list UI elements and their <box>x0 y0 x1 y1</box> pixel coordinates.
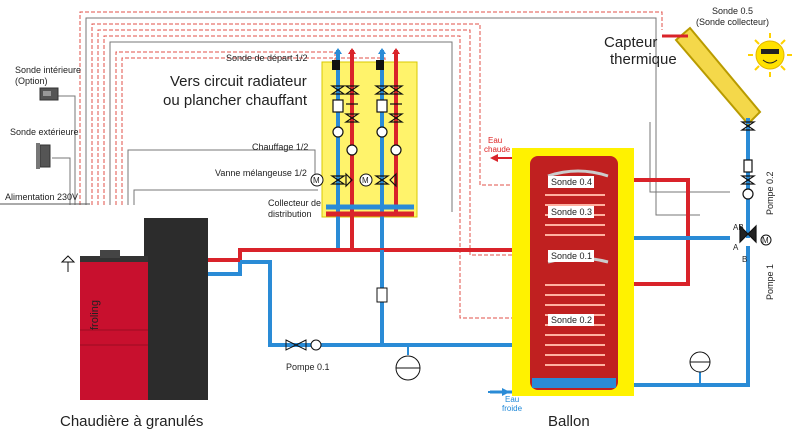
label-valve-ab: AB <box>733 223 744 232</box>
boiler-sensor-icon <box>60 255 76 272</box>
label-vanne-melangeuse: Vanne mélangeuse 1/2 <box>215 168 307 178</box>
indoor-sensor-icon <box>39 87 59 101</box>
label-sonde-01: Sonde 0.1 <box>551 251 592 261</box>
expansion-vessel-1-icon <box>395 355 421 381</box>
label-vers-circuit-2: ou plancher chauffant <box>163 92 308 109</box>
label-chaudiere: Chaudière à granulés <box>60 413 203 430</box>
label-alimentation: Alimentation 230V <box>5 192 78 202</box>
pellet-boiler: froling <box>80 218 208 400</box>
unit-components <box>330 85 404 188</box>
flow-sensor-1-icon <box>332 60 340 70</box>
sun-icon <box>748 33 792 77</box>
label-eau-chaude-1: Eau <box>488 136 502 145</box>
distribution-pipes <box>326 50 414 250</box>
label-valve-b: B <box>742 255 747 264</box>
label-sonde-interieure-option: (Option) <box>15 76 48 86</box>
solar-components <box>739 121 757 244</box>
check-valve-icon <box>376 287 388 303</box>
svg-text:M: M <box>362 176 369 185</box>
label-eau-chaude-2: chaude <box>484 145 511 154</box>
svg-text:M: M <box>313 176 320 185</box>
label-collecteur-1: Collecteur de <box>268 198 321 208</box>
tank-sensor-labels: Sonde 0.4 Sonde 0.3 Sonde 0.1 Sonde 0.2 <box>548 176 594 326</box>
label-pompe-1: Pompe 1 <box>765 264 775 300</box>
label-sonde-05-1: Sonde 0.5 <box>712 6 753 16</box>
label-sonde-interieure: Sonde intérieure <box>15 65 81 75</box>
label-sonde-04: Sonde 0.4 <box>551 177 592 187</box>
brand-logo: froling <box>89 300 101 330</box>
label-eau-froide-2: froide <box>502 404 523 413</box>
expansion-vessel-2-icon <box>689 351 711 373</box>
label-capteur-2: thermique <box>610 51 677 68</box>
distribution-arrows <box>334 48 400 54</box>
diverter-motor-icon: M <box>760 234 772 246</box>
label-sonde-depart: Sonde de départ 1/2 <box>226 53 308 63</box>
label-collecteur-2: distribution <box>268 209 312 219</box>
label-ballon: Ballon <box>548 413 590 430</box>
label-sonde-05-2: (Sonde collecteur) <box>696 17 769 27</box>
label-pompe-01: Pompe 0.1 <box>286 362 330 372</box>
label-eau-froide-1: Eau <box>505 395 519 404</box>
label-chauffage: Chauffage 1/2 <box>252 142 308 152</box>
svg-text:M: M <box>762 236 769 245</box>
label-sonde-03: Sonde 0.3 <box>551 207 592 217</box>
main-pipes <box>208 118 750 394</box>
pump-01-icon <box>285 339 322 351</box>
flow-sensor-2-icon <box>376 60 384 70</box>
mixer-motor-1-icon: M <box>310 173 324 187</box>
label-vers-circuit-1: Vers circuit radiateur <box>170 73 307 90</box>
outdoor-sensor-icon <box>36 143 51 169</box>
label-sonde-02: Sonde 0.2 <box>551 315 592 325</box>
label-pompe-02: Pompe 0.2 <box>765 171 775 215</box>
signal-wiring <box>0 11 730 319</box>
solar-collector <box>662 26 762 126</box>
label-sonde-exterieure: Sonde extérieure <box>10 127 79 137</box>
label-capteur-1: Capteur <box>604 34 657 51</box>
mixer-motor-2-icon: M <box>359 173 373 187</box>
label-valve-a: A <box>733 243 739 252</box>
